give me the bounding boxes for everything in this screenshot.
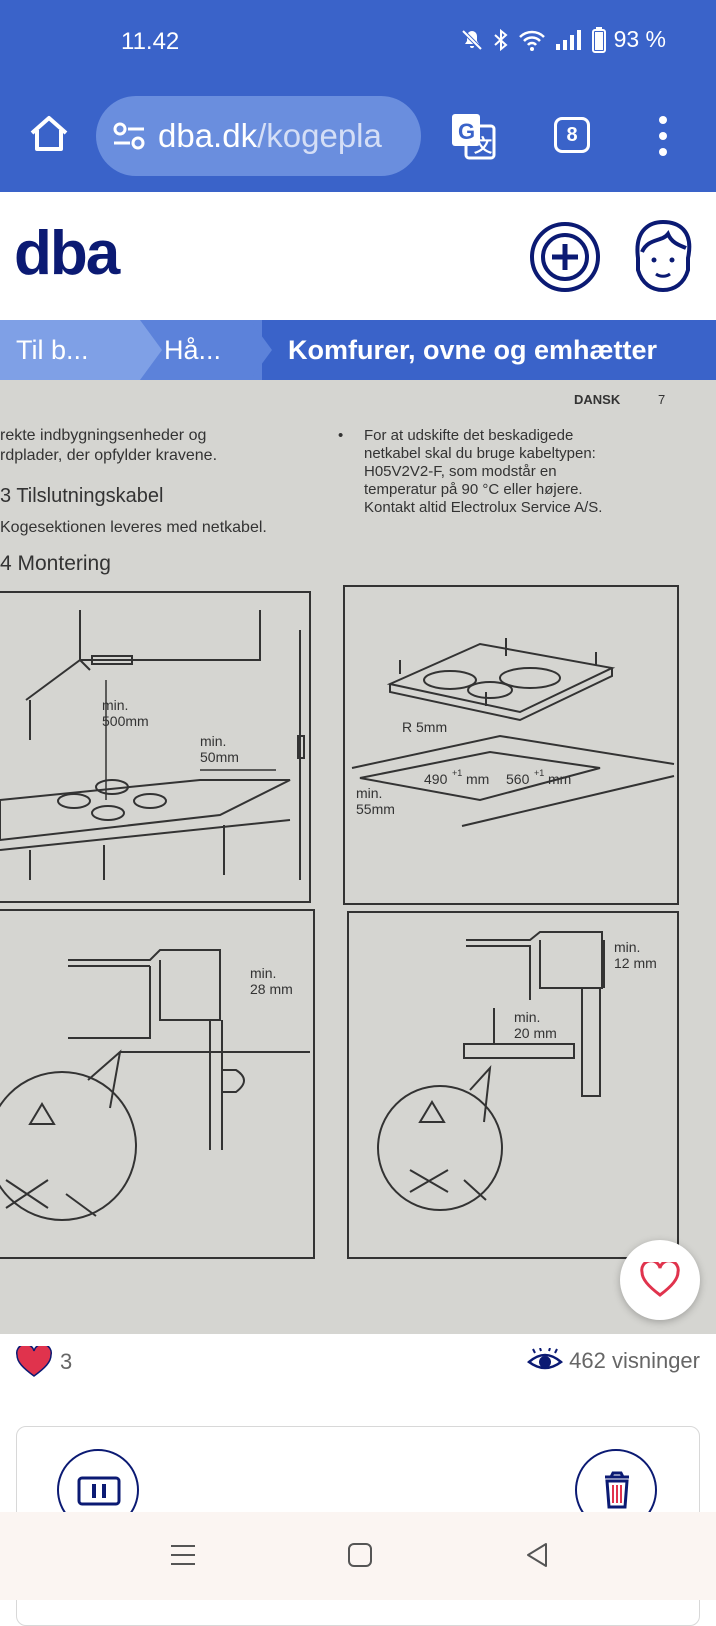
- manual-page-image: DANSK 7 rekte indbygningsenheder og rdpl…: [0, 380, 716, 1334]
- home-nav-icon[interactable]: [345, 1540, 375, 1570]
- breadcrumb-chevron-1: [140, 320, 162, 380]
- photo-dim-50: 50mm: [200, 749, 239, 765]
- photo-dim-560: 560: [506, 771, 530, 787]
- photo-dim-min-4: min.: [250, 965, 276, 981]
- wifi-icon: [518, 30, 545, 51]
- address-bar[interactable]: dba.dk/kogepla: [96, 96, 421, 176]
- trash-icon: [605, 1471, 629, 1509]
- mute-icon: [461, 29, 482, 50]
- eye-icon: [527, 1348, 564, 1370]
- signal-icon: [555, 29, 581, 50]
- stats-row: 3 462 visninger: [0, 1334, 716, 1394]
- back-icon[interactable]: [522, 1540, 552, 1570]
- status-time: 11.42: [121, 28, 180, 55]
- breadcrumb-chevron-2: [250, 320, 272, 380]
- views: 462 visninger: [527, 1348, 700, 1374]
- photo-dim-20: 20 mm: [514, 1025, 557, 1041]
- pause-icon: [77, 1476, 121, 1506]
- photo-right-line1: For at udskifte det beskadigede: [364, 427, 573, 444]
- photo-dim-490: 490: [424, 771, 448, 787]
- photo-dim-r5: R 5mm: [402, 719, 447, 735]
- translate-icon[interactable]: G文: [450, 112, 496, 160]
- photo-section3-title: 3 Tilslutningskabel: [0, 485, 163, 507]
- heart-outline-icon: [640, 1262, 680, 1297]
- photo-dim-sup-1: +1: [452, 768, 462, 778]
- photo-dim-sup-2: +1: [534, 768, 544, 778]
- profile-avatar-icon[interactable]: [628, 218, 698, 294]
- home-icon[interactable]: [27, 112, 71, 156]
- photo-page-number: 7: [658, 392, 665, 407]
- photo-right-line3: H05V2V2-F, som modstår en: [364, 463, 557, 480]
- photo-dim-min-2: min.: [200, 733, 226, 749]
- dba-logo[interactable]: dba: [14, 219, 120, 288]
- heart-filled-icon: [16, 1346, 52, 1377]
- photo-right-bullet: •: [338, 427, 343, 444]
- photo-dim-mm-2: mm: [548, 771, 571, 787]
- breadcrumb-item-current: Komfurer, ovne og emhætter: [288, 335, 658, 365]
- more-menu-icon[interactable]: [655, 114, 671, 158]
- photo-section4-title: 4 Montering: [0, 552, 111, 575]
- status-icons: 93 %: [460, 26, 666, 53]
- photo-dim-55: 55mm: [356, 801, 395, 817]
- url-domain: dba.dk: [158, 117, 258, 154]
- battery-percent: 93 %: [613, 26, 666, 52]
- photo-dim-mm-1: mm: [466, 771, 489, 787]
- photo-dim-12: 12 mm: [614, 955, 657, 971]
- breadcrumb: Hå... Til b... Komfurer, ovne og emhætte…: [0, 320, 716, 380]
- photo-dim-28: 28 mm: [250, 981, 293, 997]
- photo-dim-min-3: min.: [356, 785, 382, 801]
- favorite-button[interactable]: [620, 1240, 700, 1320]
- photo-dim-min-5: min.: [614, 939, 640, 955]
- battery-icon: [591, 26, 606, 53]
- photo-dim-min-1: min.: [102, 697, 128, 713]
- recent-apps-icon[interactable]: [168, 1540, 198, 1570]
- site-header: dba: [0, 192, 716, 320]
- site-settings-icon[interactable]: [112, 121, 146, 151]
- url-path: /kogepla: [257, 117, 382, 154]
- photo-dim-500: 500mm: [102, 713, 149, 729]
- photo-left-line1: rekte indbygningsenheder og: [0, 427, 206, 444]
- breadcrumb-item-1[interactable]: Til b...: [0, 320, 140, 380]
- photo-right-line2: netkabel skal du bruge kabeltypen:: [364, 445, 596, 462]
- tab-switcher-button[interactable]: 8: [554, 117, 590, 153]
- listing-photo[interactable]: DANSK 7 rekte indbygningsenheder og rdpl…: [0, 380, 716, 1334]
- photo-page-header: DANSK: [574, 392, 621, 407]
- photo-left-line2: rdplader, der opfylder kravene.: [0, 447, 217, 464]
- likes: 3: [16, 1346, 72, 1378]
- likes-count: 3: [60, 1349, 73, 1374]
- photo-right-line4: temperatur på 90 °C eller højere.: [364, 481, 583, 498]
- system-nav-bar: [0, 1512, 716, 1600]
- photo-dim-min-6: min.: [514, 1009, 540, 1025]
- add-listing-icon[interactable]: [528, 220, 602, 294]
- svg-text:文: 文: [474, 135, 493, 156]
- svg-text:G: G: [458, 119, 475, 144]
- photo-right-line5: Kontakt altid Electrolux Service A/S.: [364, 499, 602, 516]
- photo-section3-text: Kogesektionen leveres med netkabel.: [0, 519, 267, 536]
- views-count: 462 visninger: [569, 1348, 700, 1373]
- url-text: dba.dk/kogepla: [158, 117, 382, 155]
- status-bar: 11.42 93 %: [0, 0, 716, 84]
- bluetooth-icon: [493, 28, 508, 51]
